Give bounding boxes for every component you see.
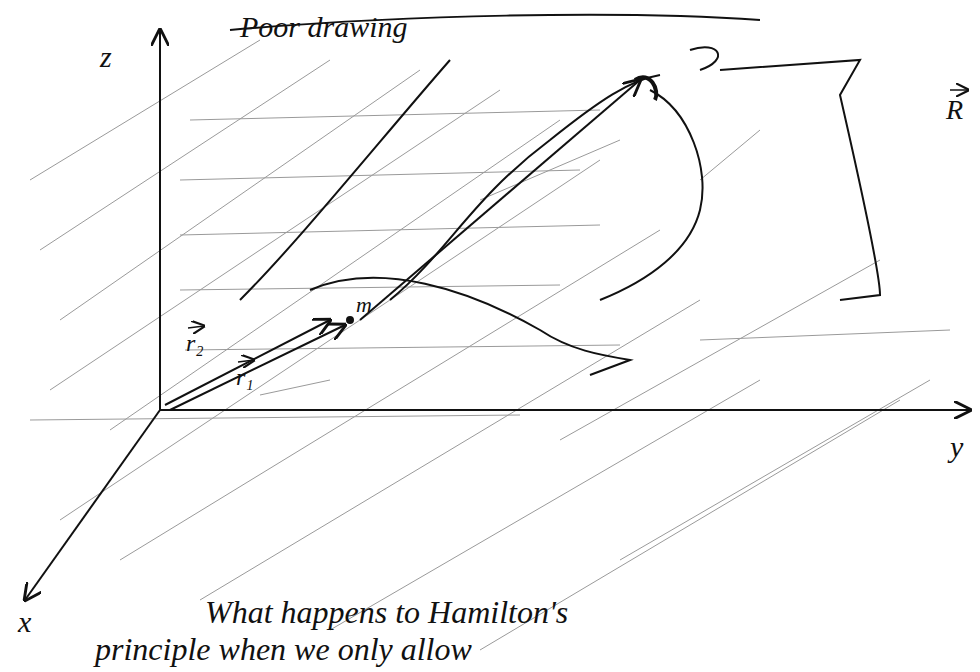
- vector-label: r₂: [186, 330, 204, 358]
- handwritten-note: What happens to Hamilton's principle whe…: [95, 594, 655, 668]
- label-holder: What happens to Hamilton's principle whe…: [95, 594, 655, 668]
- vector-label: r₁: [236, 364, 254, 392]
- vector-label: R: [946, 94, 963, 126]
- axis-label: y: [950, 430, 963, 465]
- hatch-lines: [30, 40, 950, 650]
- mass-label: m: [356, 292, 372, 317]
- sketch-title: Poor drawing: [240, 10, 408, 45]
- axis-label: z: [100, 40, 112, 75]
- label-holder: z: [100, 40, 112, 75]
- label-holder: m: [356, 292, 372, 317]
- label-holder: y: [950, 430, 963, 465]
- label-holder: R: [946, 94, 963, 126]
- label-holder: x: [18, 605, 31, 640]
- label-holder: r₁: [236, 364, 254, 392]
- label-holder: Poor drawing: [240, 10, 408, 45]
- axis-label: x: [18, 605, 31, 640]
- label-holder: r₂: [186, 330, 204, 358]
- position-vectors: [165, 80, 640, 410]
- axes: [25, 30, 970, 600]
- vector-arrows: [188, 90, 968, 362]
